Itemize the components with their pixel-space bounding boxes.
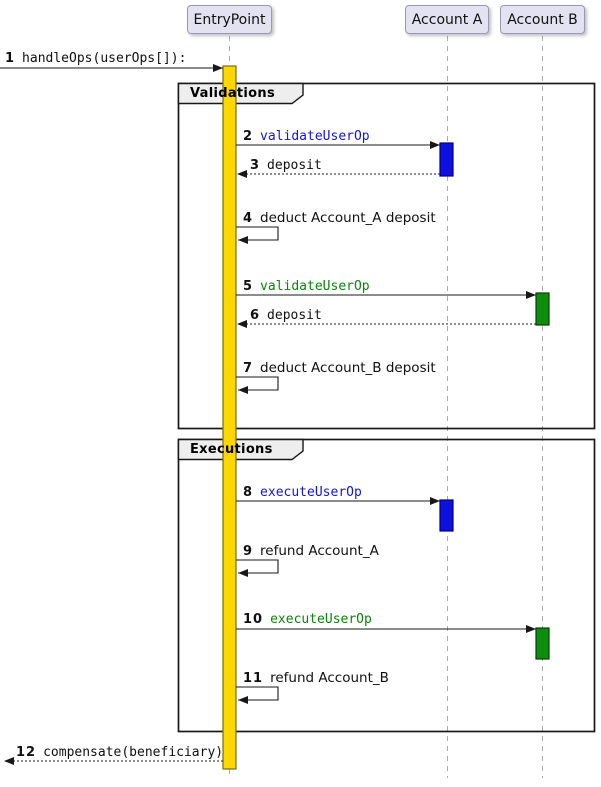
message-number: 6 (250, 308, 261, 323)
message-number: 1 (5, 51, 16, 66)
message-12: 12 compensate(beneficiary) (16, 745, 223, 760)
activation-account-a-execute (439, 499, 454, 532)
message-text: refund Account_A (260, 543, 379, 559)
message-number: 4 (243, 211, 254, 226)
message-text: deduct Account_B deposit (260, 360, 436, 376)
activation-account-a-validate (439, 142, 454, 177)
group-validations-header (177, 82, 304, 105)
participant-label: Account B (507, 11, 578, 28)
activation-account-b-validate (535, 292, 550, 326)
group-validations-label: Validations (190, 86, 276, 101)
message-text: executeUserOp (260, 485, 362, 500)
message-number: 11 (243, 671, 264, 686)
message-number: 12 (16, 745, 37, 760)
message-text: refund Account_B (270, 670, 389, 686)
message-number: 8 (243, 485, 254, 500)
message-text: deposit (267, 308, 322, 323)
participant-label: Account A (411, 11, 483, 28)
message-4: 4 deduct Account_A deposit (243, 210, 436, 227)
message-5: 5 validateUserOp (243, 279, 370, 294)
participant-account-a: Account A (405, 5, 489, 34)
message-2: 2 validateUserOp (243, 129, 370, 144)
message-3: 3 deposit (250, 158, 322, 173)
message-1: 1 handleOps(userOps[]): (5, 51, 186, 66)
group-executions-label: Executions (190, 442, 273, 457)
message-number: 5 (243, 279, 254, 294)
message-10: 10 executeUserOp (243, 612, 372, 627)
message-number: 7 (243, 361, 254, 376)
message-number: 10 (243, 612, 264, 627)
message-6: 6 deposit (250, 308, 322, 323)
arrow-msg-4-self (236, 226, 279, 244)
participant-account-b: Account B (500, 5, 585, 34)
message-11: 11 refund Account_B (243, 670, 389, 687)
arrow-msg-7-self (236, 376, 279, 394)
message-text: validateUserOp (260, 129, 370, 144)
arrow-msg-9-self (236, 559, 279, 577)
message-text: handleOps(userOps[]): (22, 51, 187, 66)
activation-account-b-execute (535, 627, 550, 660)
message-text: executeUserOp (270, 612, 372, 627)
message-number: 9 (243, 544, 254, 559)
message-number: 3 (250, 158, 261, 173)
group-executions-header (177, 438, 304, 461)
message-text: deposit (267, 158, 322, 173)
group-executions-box (177, 438, 596, 733)
participant-entrypoint: EntryPoint (187, 5, 272, 34)
message-9: 9 refund Account_A (243, 543, 379, 560)
message-text: validateUserOp (260, 279, 370, 294)
participant-label: EntryPoint (193, 11, 266, 28)
message-text: compensate(beneficiary) (43, 745, 224, 760)
activation-entrypoint (222, 65, 237, 770)
group-validations-box (177, 82, 596, 430)
message-7: 7 deduct Account_B deposit (243, 360, 436, 377)
message-number: 2 (243, 129, 254, 144)
message-text: deduct Account_A deposit (260, 210, 436, 226)
arrow-msg-11-self (236, 686, 279, 704)
message-8: 8 executeUserOp (243, 485, 362, 500)
